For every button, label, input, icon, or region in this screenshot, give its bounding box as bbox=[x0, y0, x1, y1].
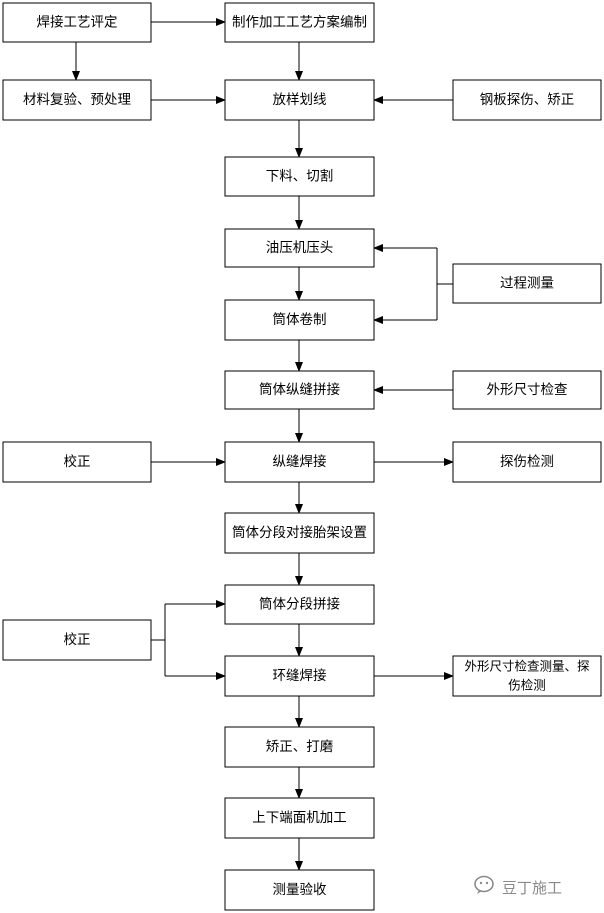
node-plate-inspect-label: 钢板探伤、矫正 bbox=[480, 92, 575, 108]
node-process-measure-label: 过程测量 bbox=[500, 276, 554, 292]
node-acceptance-label: 测量验收 bbox=[273, 882, 327, 898]
node-long-seam-join: 筒体纵缝拼接 bbox=[224, 370, 375, 410]
node-circ-weld-label: 环缝焊接 bbox=[273, 667, 327, 684]
node-acceptance: 测量验收 bbox=[224, 869, 375, 911]
node-correct-1: 校正 bbox=[2, 441, 152, 483]
node-process-plan: 制作加工工艺方案编制 bbox=[224, 2, 375, 43]
node-correct-1-label: 校正 bbox=[64, 453, 91, 470]
node-process-measure: 过程测量 bbox=[452, 263, 602, 304]
node-cutting: 下料、切割 bbox=[224, 156, 375, 197]
node-process-plan-label: 制作加工工艺方案编制 bbox=[232, 14, 367, 31]
node-long-seam-join-label: 筒体纵缝拼接 bbox=[259, 381, 340, 398]
node-jig-setup: 筒体分段对接胎架设置 bbox=[224, 512, 375, 554]
node-weld-eval-label: 焊接工艺评定 bbox=[37, 14, 118, 31]
node-final-check: 外形尺寸检查测量、探 伤检测 bbox=[452, 655, 602, 697]
node-correct-2: 校正 bbox=[2, 619, 152, 661]
node-segment-join: 筒体分段拼接 bbox=[224, 584, 375, 625]
node-flaw-detect-label: 探伤检测 bbox=[500, 454, 554, 470]
node-circ-weld: 环缝焊接 bbox=[224, 655, 375, 697]
node-shape-check: 外形尺寸检查 bbox=[452, 370, 602, 410]
node-rolling: 筒体卷制 bbox=[224, 299, 375, 341]
node-long-seam-weld-label: 纵缝焊接 bbox=[273, 453, 327, 470]
node-final-check-label-line2: 伤检测 bbox=[508, 678, 546, 693]
watermark: 豆丁施工 bbox=[474, 875, 562, 897]
node-jig-setup-label: 筒体分段对接胎架设置 bbox=[232, 524, 367, 541]
node-shape-check-label: 外形尺寸检查 bbox=[487, 382, 568, 398]
node-rolling-label: 筒体卷制 bbox=[273, 311, 327, 328]
node-straighten-label: 矫正、打磨 bbox=[266, 738, 334, 755]
node-press-head: 油压机压头 bbox=[224, 228, 375, 268]
node-cutting-label: 下料、切割 bbox=[266, 168, 334, 185]
node-flaw-detect: 探伤检测 bbox=[452, 441, 602, 483]
node-correct-2-label: 校正 bbox=[64, 631, 91, 648]
watermark-text: 豆丁施工 bbox=[502, 879, 562, 897]
node-material-check-label: 材料复验、预处理 bbox=[23, 91, 131, 108]
node-lofting-label: 放样划线 bbox=[273, 92, 327, 108]
node-weld-eval: 焊接工艺评定 bbox=[2, 2, 152, 43]
edges bbox=[72, 18, 454, 871]
node-final-check-label-line1: 外形尺寸检查测量、探 bbox=[464, 659, 590, 674]
node-end-machining-label: 上下端面机加工 bbox=[252, 810, 347, 826]
node-lofting: 放样划线 bbox=[224, 79, 375, 121]
node-segment-join-label: 筒体分段拼接 bbox=[259, 596, 340, 613]
node-press-head-label: 油压机压头 bbox=[266, 240, 334, 256]
node-long-seam-weld: 纵缝焊接 bbox=[224, 441, 375, 483]
node-material-check: 材料复验、预处理 bbox=[2, 79, 152, 121]
node-plate-inspect: 钢板探伤、矫正 bbox=[452, 79, 602, 121]
wechat-icon bbox=[474, 875, 494, 894]
node-end-machining: 上下端面机加工 bbox=[224, 797, 375, 839]
node-straighten: 矫正、打磨 bbox=[224, 726, 375, 768]
